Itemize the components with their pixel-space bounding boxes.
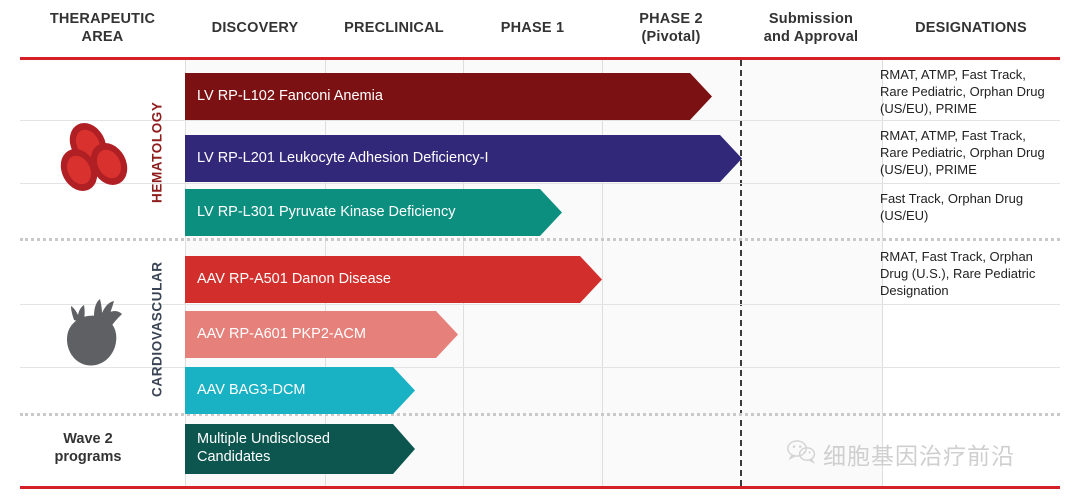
bar-body [185, 311, 436, 358]
bar-body [185, 135, 720, 182]
bar-arrow-tip [436, 311, 458, 358]
program-label: LV RP-L102 Fanconi Anemia [197, 87, 383, 104]
header-label: DESIGNATIONS [915, 20, 1027, 37]
bar-arrow-tip [540, 189, 562, 236]
rowline-1 [20, 120, 1060, 121]
program-bar-multiple-undisclosed-candidates[interactable]: Multiple Undisclosed Candidates [185, 424, 415, 474]
heart-icon [52, 292, 136, 376]
footer-rule [20, 486, 1060, 489]
group-label-cardiovascular: CARDIOVASCULAR [149, 261, 165, 397]
gridline-designations-start [882, 60, 883, 486]
program-bar-bag3-dcm[interactable]: AAV BAG3-DCM [185, 367, 415, 414]
program-label: AAV RP-A501 Danon Disease [197, 270, 391, 287]
header-label: PHASE 2 (Pivotal) [639, 11, 703, 45]
program-bar-leukocyte-adhesion-deficiency-i[interactable]: LV RP-L201 Leukocyte Adhesion Deficiency… [185, 135, 742, 182]
header-label: DISCOVERY [211, 20, 299, 37]
rowline-3 [20, 304, 1060, 305]
header-phase-2: PHASE 2 (Pivotal) [602, 0, 740, 58]
header-discovery: DISCOVERY [185, 0, 325, 58]
group-divider-hematology-cardiovascular [20, 238, 1060, 241]
watermark: 细胞基因治疗前沿 [786, 437, 1015, 471]
designation-pyruvate-kinase-deficiency: Fast Track, Orphan Drug (US/EU) [880, 191, 1024, 224]
program-bar-fanconi-anemia[interactable]: LV RP-L102 Fanconi Anemia [185, 73, 712, 120]
bar-arrow-tip [580, 256, 602, 303]
designation-fanconi-anemia: RMAT, ATMP, Fast Track, Rare Pediatric, … [880, 67, 1045, 117]
designation-leukocyte-adhesion-deficiency-i: RMAT, ATMP, Fast Track, Rare Pediatric, … [880, 128, 1045, 178]
watermark-text: 细胞基因治疗前沿 [823, 444, 1015, 470]
program-label: LV RP-L301 Pyruvate Kinase Deficiency [197, 203, 456, 220]
program-bar-pyruvate-kinase-deficiency[interactable]: LV RP-L301 Pyruvate Kinase Deficiency [185, 189, 562, 236]
header-designations: DESIGNATIONS [882, 0, 1060, 58]
designation-danon-disease: RMAT, Fast Track, Orphan Drug (U.S.), Ra… [880, 249, 1036, 299]
header-rule [20, 57, 1060, 60]
header-submission-and-approval: Submission and Approval [740, 0, 882, 58]
header-therapeutic-area: THERAPEUTIC AREA [20, 0, 185, 58]
bar-body [185, 367, 393, 414]
wechat-icon [786, 439, 816, 470]
header-phase-1: PHASE 1 [463, 0, 602, 58]
blood-cells-icon [52, 120, 136, 204]
bar-body [185, 73, 690, 120]
bar-arrow-tip [720, 135, 742, 182]
header-label: PHASE 1 [500, 20, 565, 37]
bar-body [185, 424, 393, 474]
group-divider-cardiovascular-wave2 [20, 413, 1060, 416]
program-label: AAV RP-A601 PKP2-ACM [197, 325, 366, 342]
program-bar-danon-disease[interactable]: AAV RP-A501 Danon Disease [185, 256, 602, 303]
program-label: LV RP-L201 Leukocyte Adhesion Deficiency… [197, 149, 489, 166]
bar-body [185, 256, 580, 303]
program-label: AAV BAG3-DCM [197, 381, 306, 398]
gridline-phase2-start [602, 60, 603, 486]
group-label-hematology: HEMATOLOGY [149, 101, 165, 203]
gridline-approval-divider [740, 60, 742, 486]
rowline-4 [20, 367, 1060, 368]
bar-arrow-tip [393, 424, 415, 474]
program-bar-pkp2-acm[interactable]: AAV RP-A601 PKP2-ACM [185, 311, 458, 358]
table-header: THERAPEUTIC AREA DISCOVERY PRECLINICAL P… [20, 0, 1060, 58]
rowline-2 [20, 183, 1060, 184]
bar-arrow-tip [690, 73, 712, 120]
bar-arrow-tip [393, 367, 415, 414]
header-label: PRECLINICAL [344, 20, 444, 37]
header-label: THERAPEUTIC AREA [49, 11, 156, 45]
group-label-wave2: Wave 2 programs [54, 430, 122, 465]
bar-body [185, 189, 540, 236]
header-preclinical: PRECLINICAL [325, 0, 463, 58]
program-label: Multiple Undisclosed Candidates [197, 431, 330, 465]
header-label: Submission and Approval [763, 11, 859, 45]
